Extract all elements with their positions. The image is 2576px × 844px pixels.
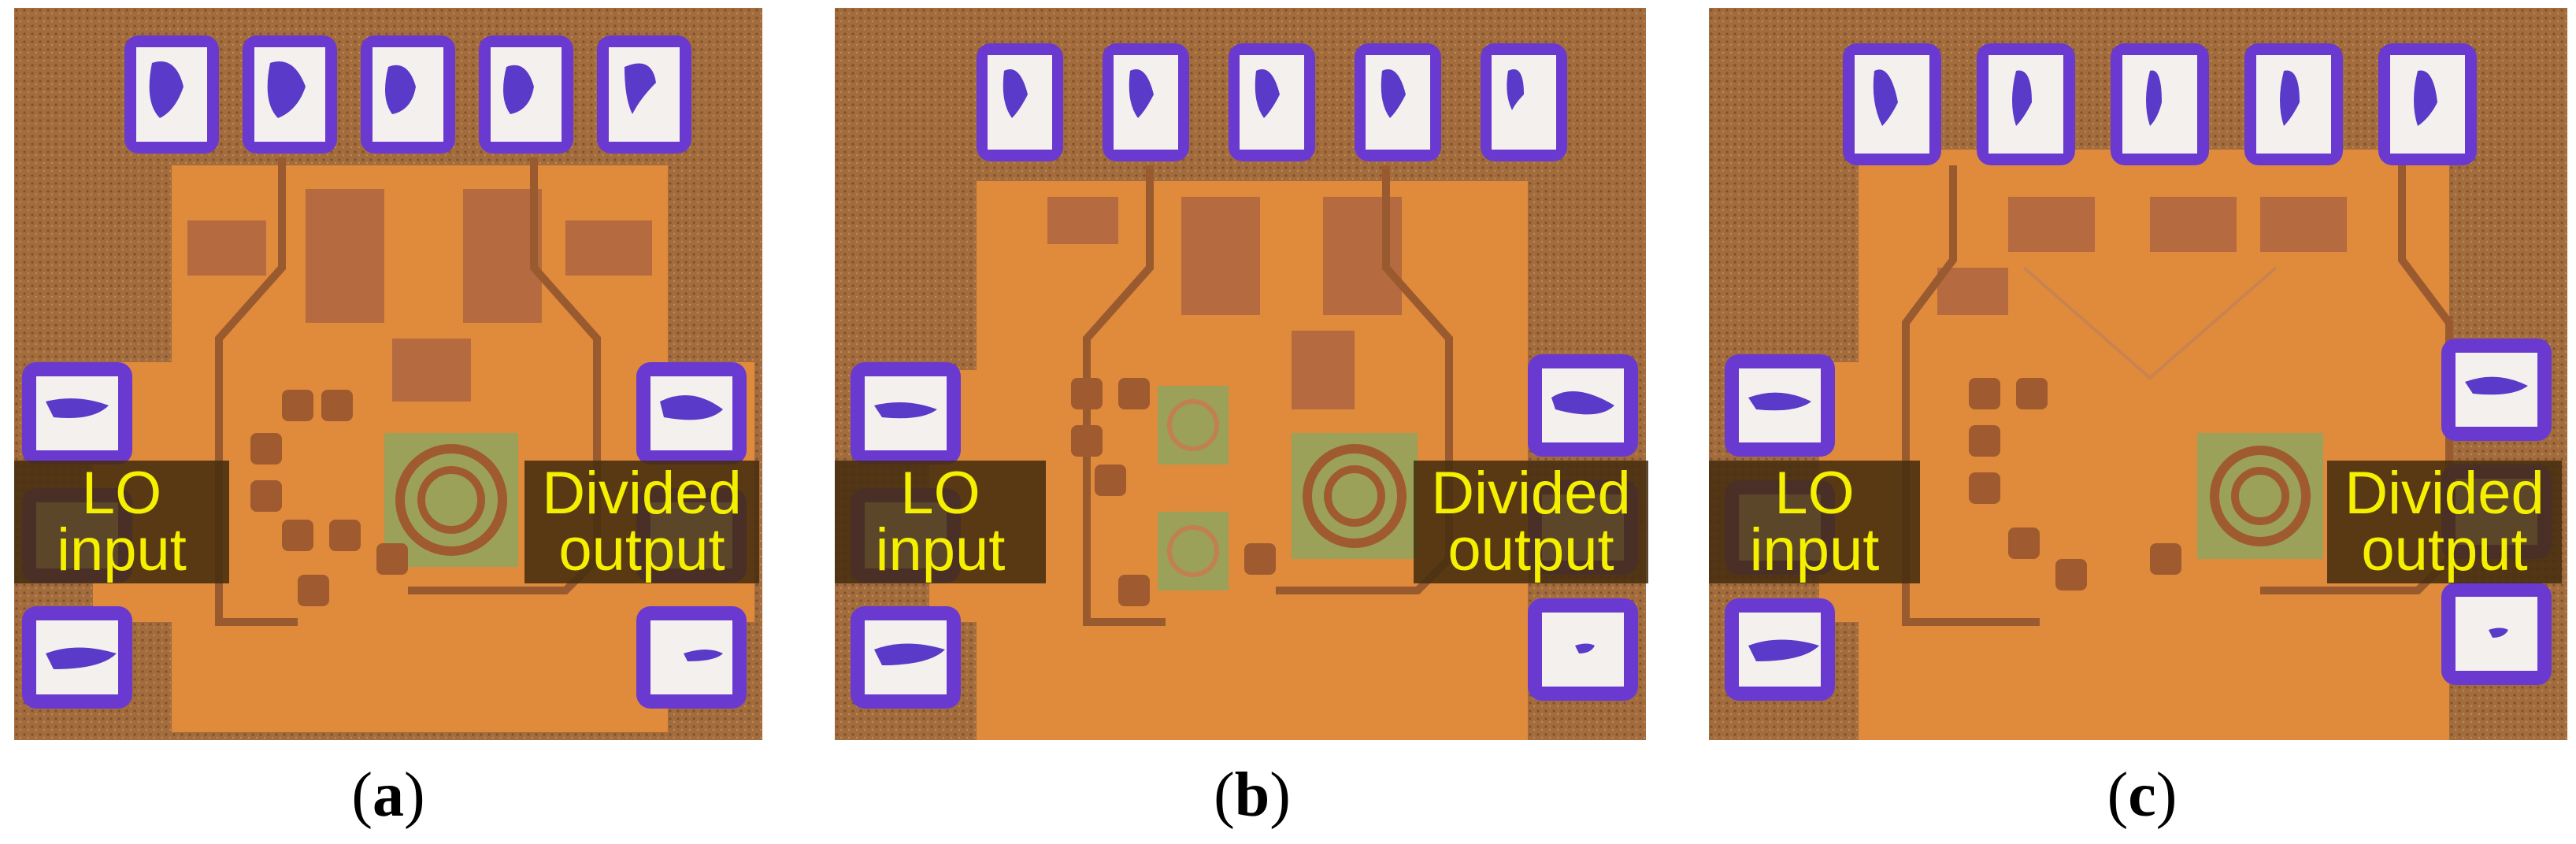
lo-input-label-line2: input: [57, 516, 187, 583]
lo-input-label: LO input: [14, 461, 229, 583]
lo-input-label: LO input: [1709, 461, 1920, 583]
lo-input-label-line2: input: [875, 516, 1006, 583]
chip-micrograph-a: [14, 8, 762, 740]
caption-a-letter: a: [373, 761, 404, 830]
divided-output-label-line1: Divided: [542, 460, 742, 527]
lo-input-label-line1: LO: [900, 460, 980, 527]
lo-input-label-line1: LO: [81, 460, 162, 527]
divided-output-label-line2: output: [1447, 516, 1614, 583]
divided-output-label-line2: output: [558, 516, 725, 583]
lo-input-label-line1: LO: [1774, 460, 1855, 527]
panel-b: LO input Divided output: [835, 8, 1648, 740]
lo-input-label-line2: input: [1749, 516, 1880, 583]
divided-output-label-line1: Divided: [2344, 460, 2544, 527]
caption-c: (c): [2107, 761, 2178, 830]
lo-input-label: LO input: [835, 461, 1046, 583]
divided-output-label: Divided output: [1414, 461, 1648, 583]
panel-c: LO input Divided output: [1709, 8, 2567, 740]
divided-output-label-line1: Divided: [1431, 460, 1631, 527]
chip-micrograph-b: [835, 8, 1646, 740]
divided-output-label-line2: output: [2361, 516, 2528, 583]
divided-output-label: Divided output: [524, 461, 759, 583]
panel-a: LO input Divided output: [14, 8, 762, 740]
caption-b-letter: b: [1234, 761, 1270, 830]
divided-output-label: Divided output: [2327, 461, 2562, 583]
chip-micrograph-c: [1709, 8, 2567, 740]
caption-a: (a): [351, 761, 425, 830]
caption-b: (b): [1214, 761, 1291, 830]
caption-c-letter: c: [2128, 761, 2156, 830]
